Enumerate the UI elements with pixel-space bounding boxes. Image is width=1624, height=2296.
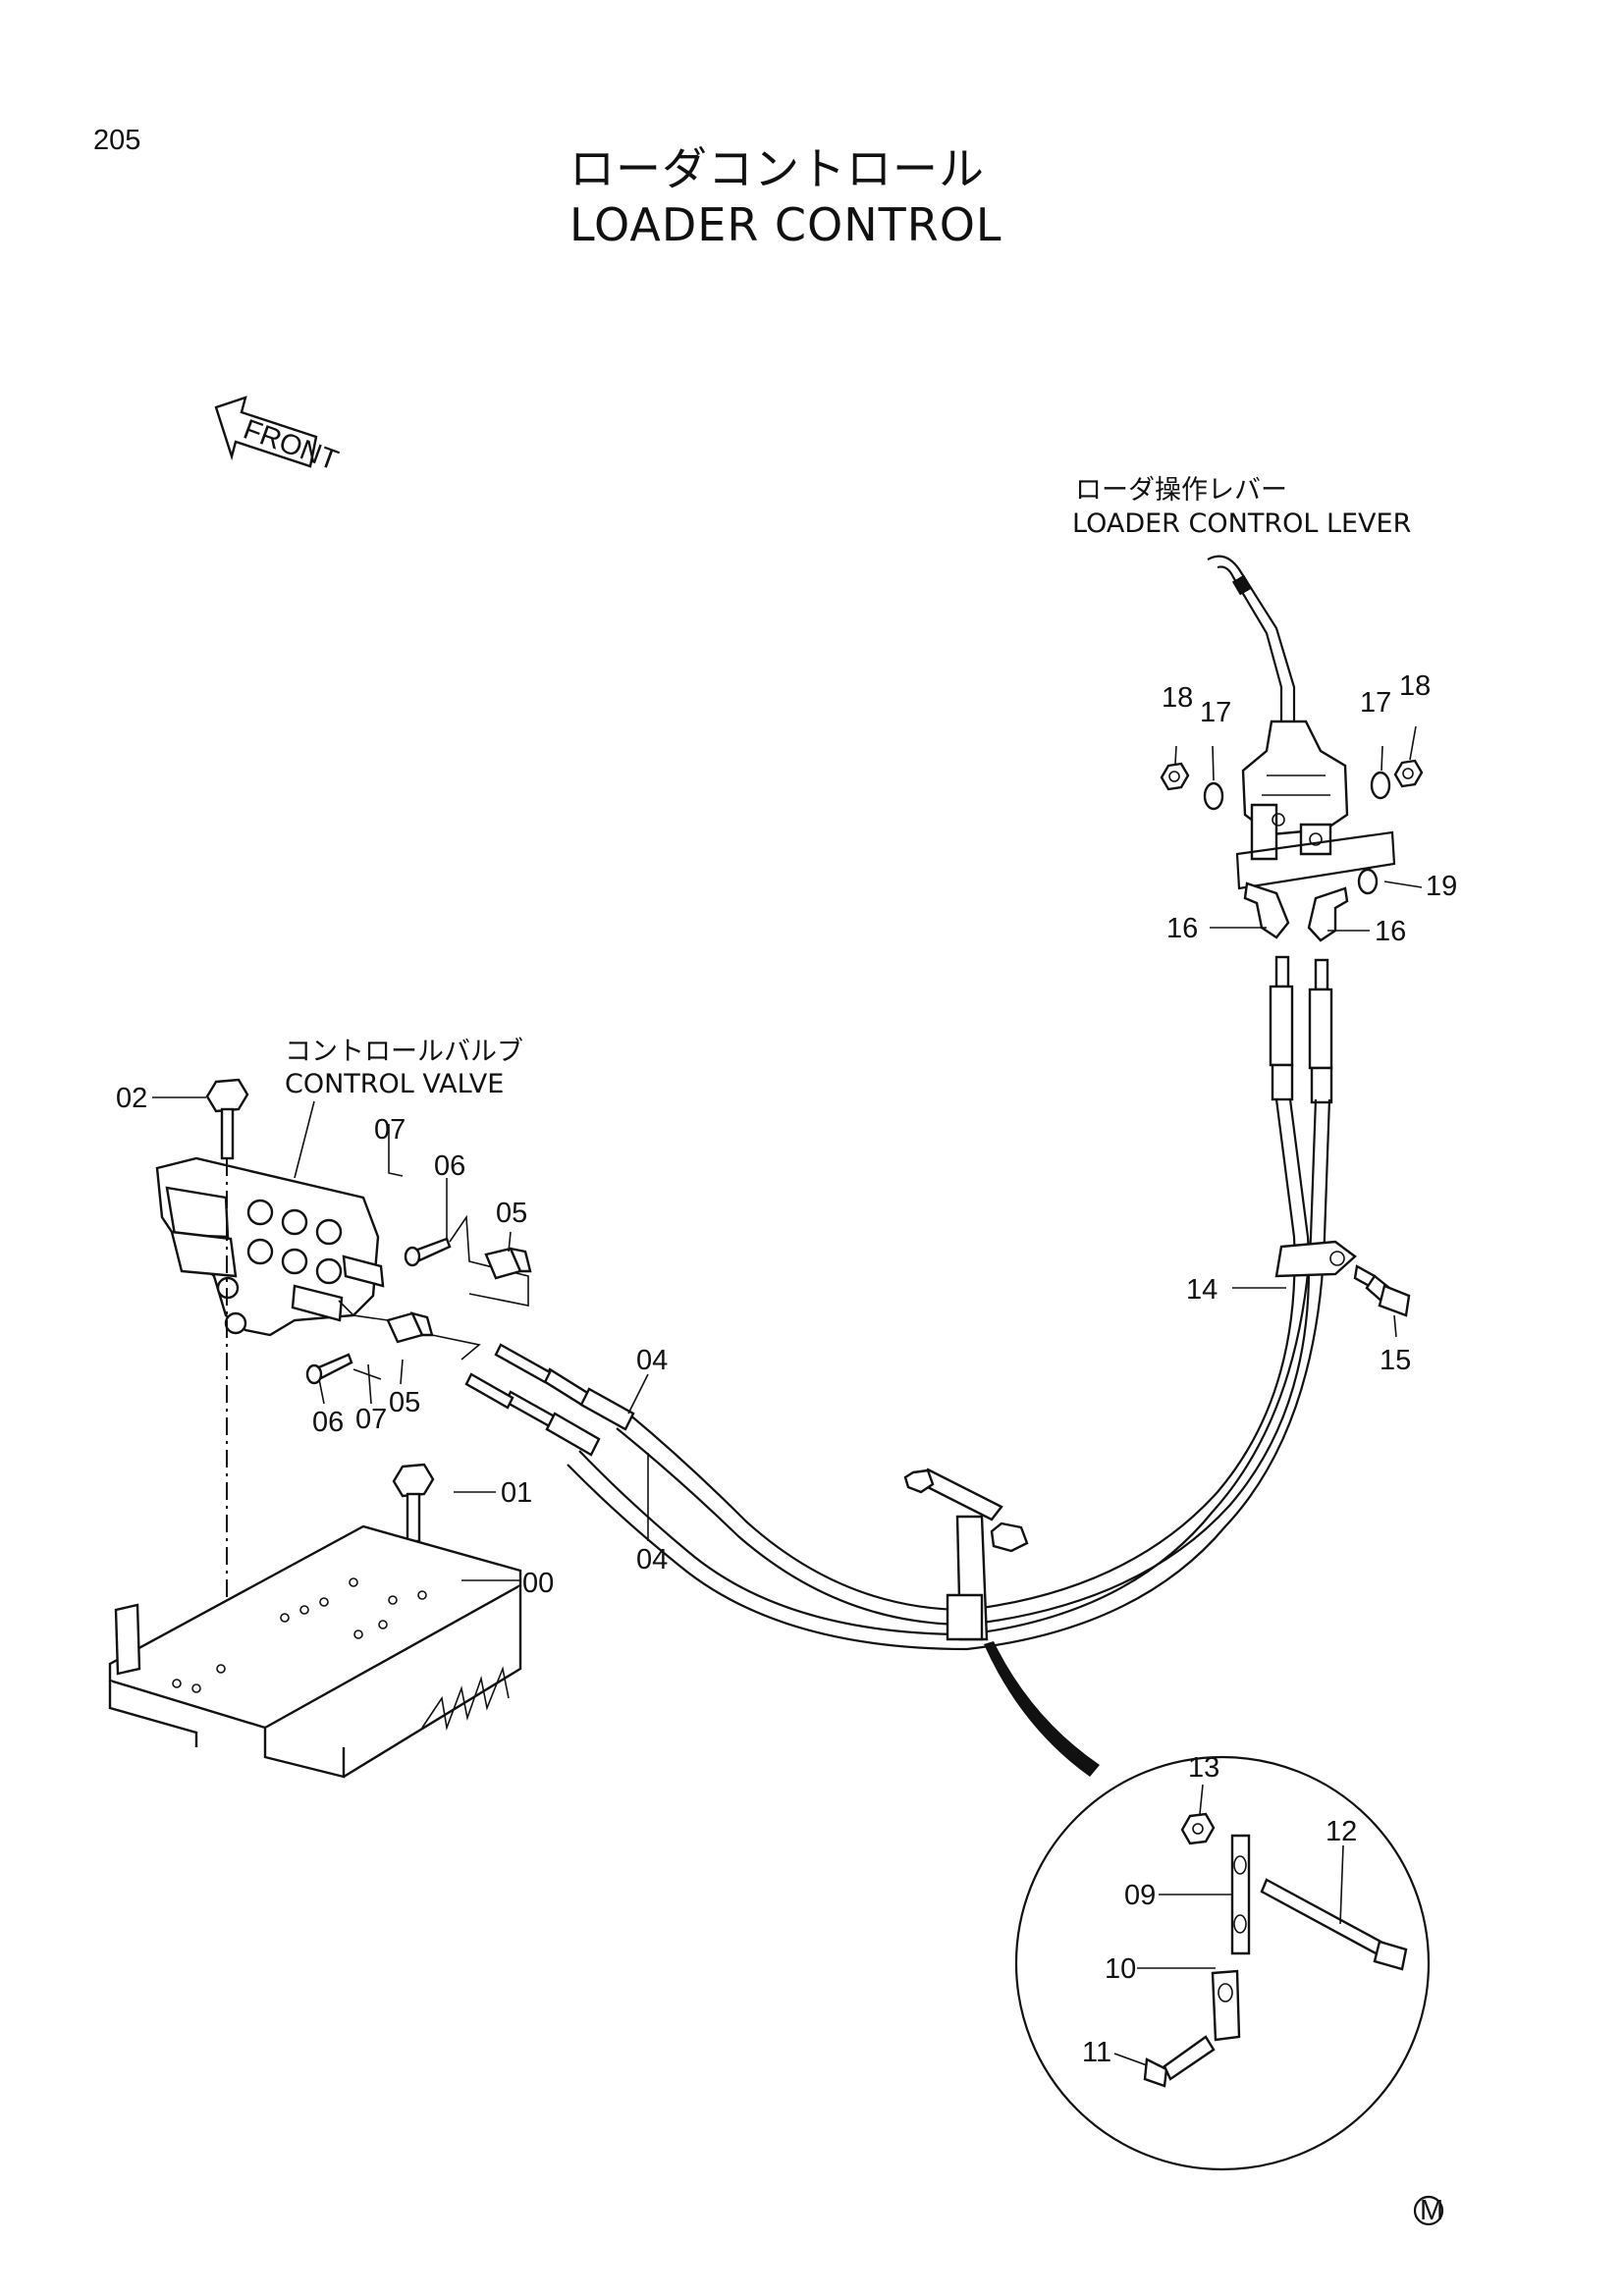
circled-m-mark: M	[1413, 2195, 1443, 2226]
center-cable-clamp	[903, 1468, 1029, 1641]
callout-17-left: 17	[1200, 697, 1231, 728]
callout-18-right: 18	[1399, 670, 1431, 702]
callout-06-lower: 06	[312, 1407, 344, 1438]
title-english: LOADER CONTROL	[569, 198, 1002, 251]
washer-17-right	[1370, 771, 1391, 800]
elbow-fitting-16-right	[1307, 886, 1349, 942]
callout-06-upper: 06	[434, 1150, 465, 1182]
callout-16-right: 16	[1375, 916, 1406, 947]
mark-letter: M	[1420, 2195, 1443, 2226]
detail-parts	[1143, 1812, 1408, 2088]
detail-circle	[1014, 1755, 1431, 2171]
valve-label-english: CONTROL VALVE	[285, 1069, 504, 1099]
callout-01: 01	[501, 1477, 532, 1509]
front-arrow-icon: FRONT	[214, 396, 343, 477]
callout-19: 19	[1426, 871, 1457, 902]
nut-18-left	[1160, 762, 1190, 791]
callout-18-left: 18	[1162, 682, 1193, 714]
lever-label-english: LOADER CONTROL LEVER	[1072, 508, 1411, 539]
valve-leader	[294, 1100, 315, 1179]
cable-ends-lever-side	[1269, 955, 1333, 1104]
callout-16-left: 16	[1166, 913, 1198, 944]
page-number: 205	[93, 125, 140, 156]
callout-10: 10	[1105, 1953, 1136, 1985]
lever-bracket	[1235, 830, 1396, 890]
callout-07-upper: 07	[374, 1114, 406, 1146]
callout-11: 11	[1082, 2037, 1111, 2068]
bolt-15	[1353, 1264, 1411, 1317]
callout-13: 13	[1188, 1752, 1219, 1784]
cable-clamp-14	[1274, 1240, 1357, 1278]
callout-14: 14	[1186, 1274, 1218, 1306]
callout-05-upper: 05	[496, 1198, 527, 1229]
callout-04-lower: 04	[636, 1544, 668, 1575]
cable-ends-valve-side	[464, 1343, 635, 1457]
callout-05-lower: 05	[389, 1387, 420, 1418]
washer-17-left	[1203, 781, 1224, 811]
callout-00: 00	[522, 1568, 554, 1599]
callout-leaders	[152, 725, 1423, 2066]
control-valve	[155, 1156, 385, 1337]
callout-02: 02	[116, 1083, 147, 1114]
elbow-fitting-16-left	[1243, 881, 1290, 939]
bolt-02	[205, 1078, 249, 1160]
callout-07-lower: 07	[355, 1404, 387, 1435]
front-label: FRONT	[240, 414, 343, 477]
title-japanese: ローダコントロール	[569, 142, 985, 195]
callout-12: 12	[1326, 1816, 1357, 1847]
lever-label-japanese: ローダ操作レバー	[1075, 475, 1287, 506]
mounting-plate	[108, 1524, 522, 1779]
bolt-01	[392, 1463, 435, 1543]
control-lever-assembly	[1207, 555, 1349, 861]
control-cables	[966, 1098, 1331, 1651]
callout-04-upper: 04	[636, 1345, 668, 1376]
clevis-pins	[305, 1124, 532, 1385]
valve-label-japanese: コントロールバルブ	[285, 1037, 523, 1067]
cables-to-valve	[567, 1413, 968, 1651]
callout-09: 09	[1124, 1880, 1156, 1911]
callout-17-right: 17	[1360, 687, 1391, 719]
washer-19	[1357, 868, 1379, 895]
callout-15: 15	[1380, 1345, 1411, 1376]
detail-leader	[984, 1641, 1100, 1777]
nut-18-right	[1393, 759, 1424, 788]
